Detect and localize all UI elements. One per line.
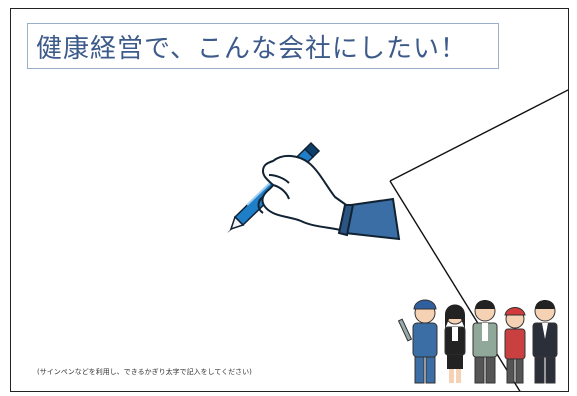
slide: 健康経営で、こんな会社にしたい！ (サインペンなどを利用し、できるかぎり太字で記… bbox=[10, 8, 569, 392]
worker-with-wrench-icon bbox=[397, 299, 438, 384]
slide-title: 健康経営で、こんな会社にしたい！ bbox=[36, 33, 467, 64]
instruction-note: (サインペンなどを利用し、できるかぎり太字で記入をしてください) bbox=[37, 368, 252, 376]
sleeve-icon bbox=[337, 197, 401, 241]
title-box[interactable]: 健康経営で、こんな会社にしたい！ bbox=[27, 23, 499, 69]
businessman-icon bbox=[532, 300, 558, 384]
people-group-illustration bbox=[397, 299, 558, 384]
office-man-icon bbox=[472, 300, 498, 384]
hand-writing-illustration bbox=[227, 141, 401, 241]
shop-woman-icon bbox=[504, 307, 526, 384]
hand-icon bbox=[257, 155, 350, 232]
office-woman-icon bbox=[444, 304, 466, 383]
page-fold-lines bbox=[389, 89, 568, 391]
